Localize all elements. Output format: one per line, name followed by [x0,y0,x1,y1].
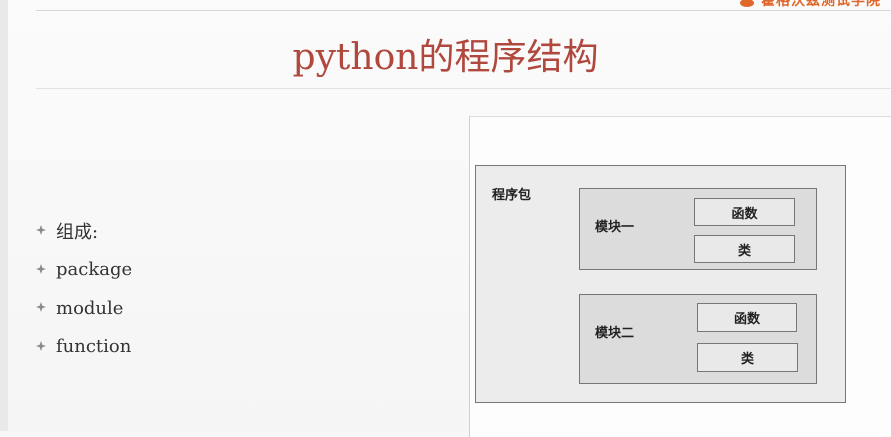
function-box: 函数 [694,198,795,226]
package-label: 程序包 [492,188,532,203]
title-divider [36,88,891,89]
module-label: 模块一 [595,220,635,235]
diamond-bullet-icon [36,340,46,351]
diamond-bullet-icon [36,263,46,274]
slide-title: python的程序结构 [292,37,599,78]
hogwarts-logo-icon [740,0,754,7]
left-edge-strip [0,0,8,431]
bullet-list: 组成: package module function [36,212,132,366]
class-box: 类 [694,235,795,263]
class-box: 类 [697,343,798,372]
function-box: 函数 [697,303,797,332]
diamond-bullet-icon [36,302,46,313]
brand-logo: 霍格沃兹测试学院 [739,0,881,9]
bullet-text: package [56,259,133,281]
bullet-item: package [36,251,132,290]
header-divider [36,10,891,11]
brand-logo-text: 霍格沃兹测试学院 [761,0,881,9]
bullet-text: module [56,297,124,319]
bullet-item: module [36,289,132,328]
module-label: 模块二 [595,326,635,341]
bullet-text: function [56,336,132,358]
bullet-item: 组成: [36,212,132,251]
bullet-item: function [36,328,132,367]
bullet-text: 组成: [56,222,99,244]
diamond-bullet-icon [36,225,46,236]
